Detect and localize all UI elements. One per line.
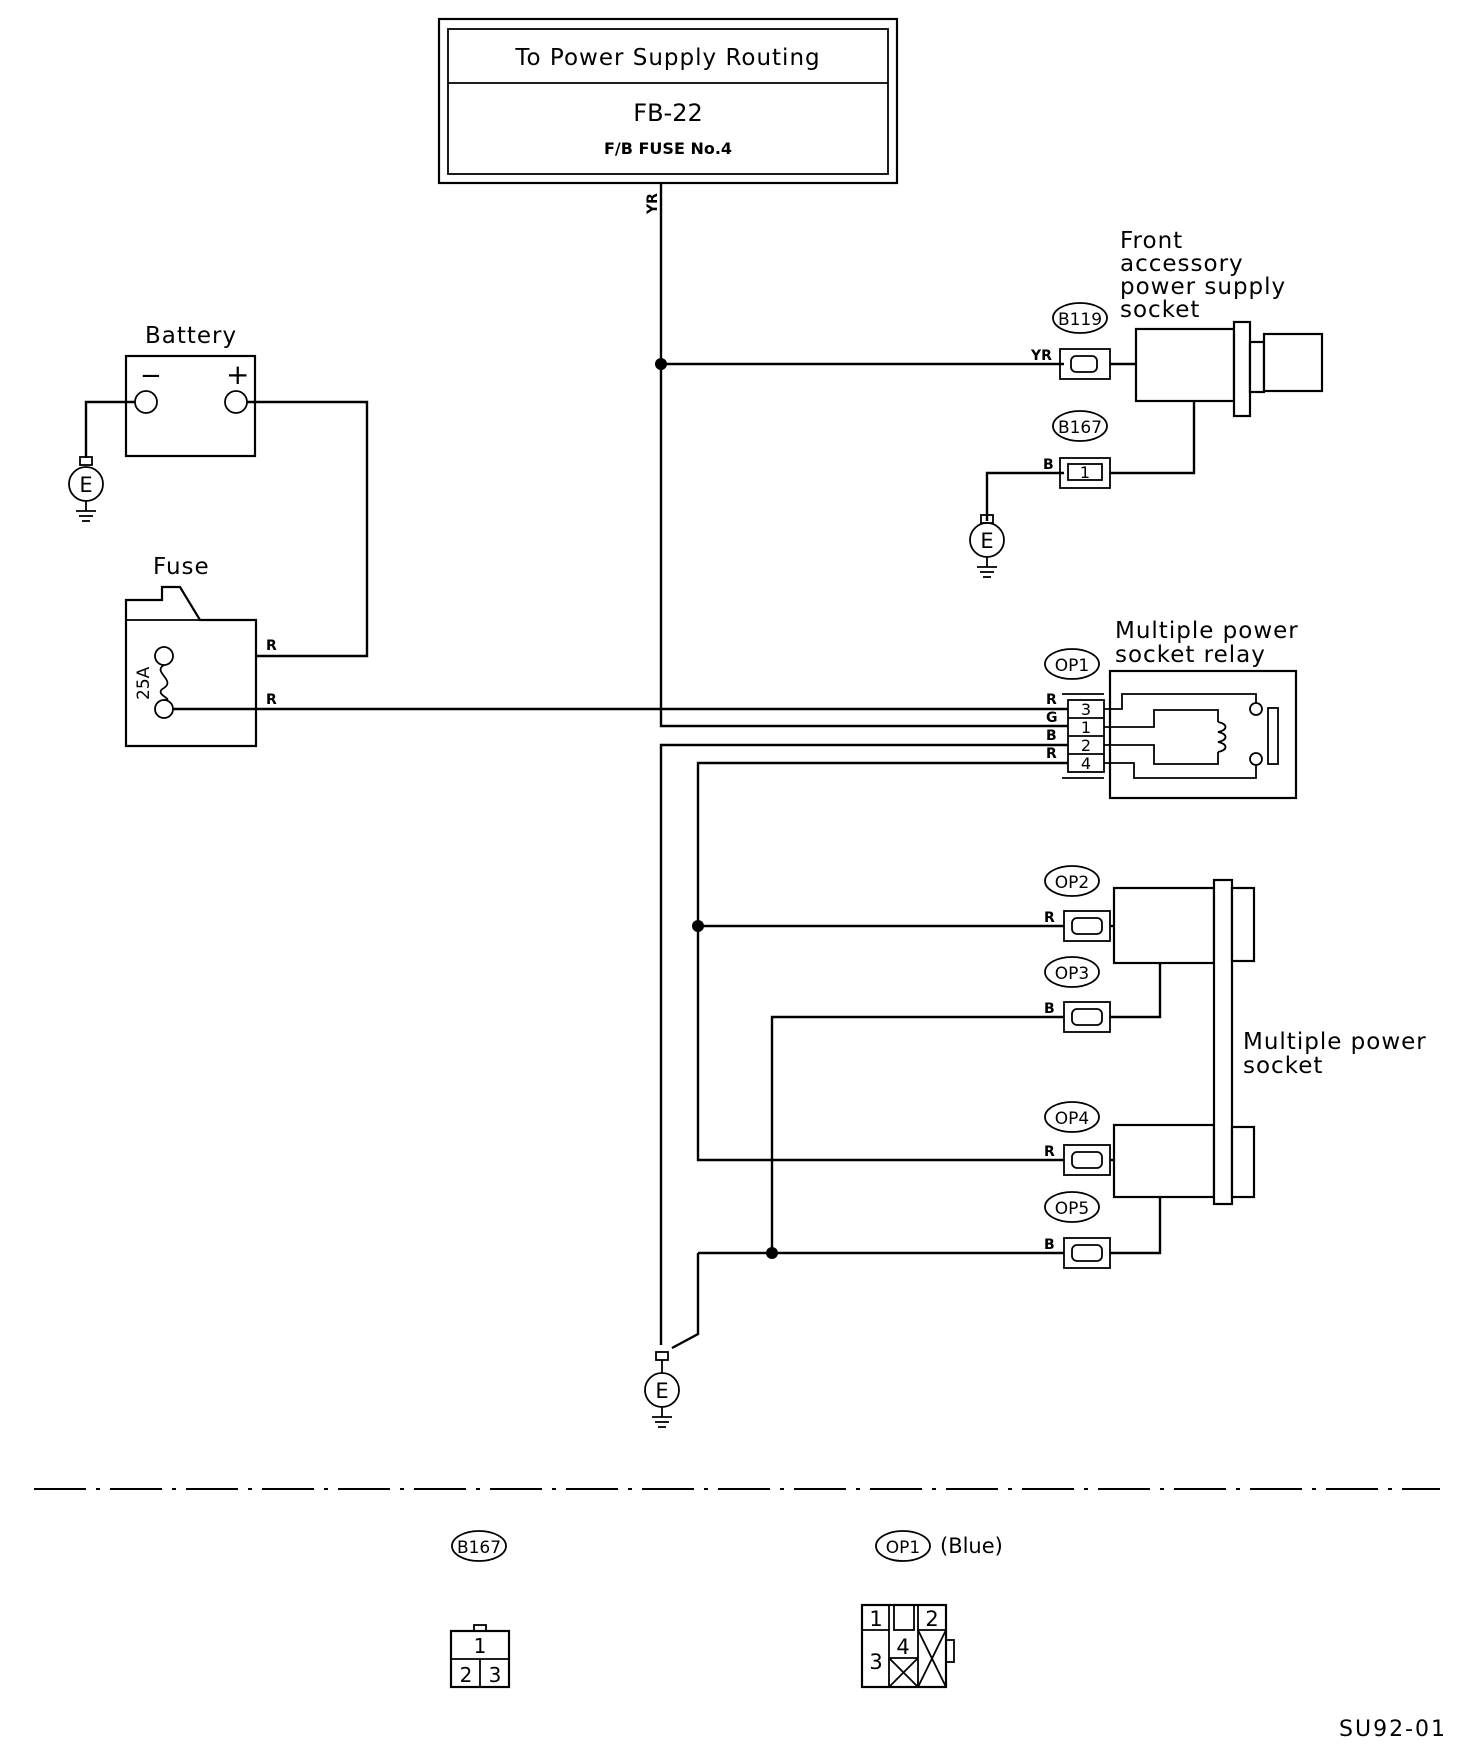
power-box-fuse: F/B FUSE No.4 (604, 139, 732, 158)
connector-op1: OP1 (1044, 648, 1100, 680)
front-socket-label-line3: power supply (1120, 274, 1286, 300)
connector-view-b167-pin2: 2 (460, 1663, 473, 1687)
relay-label: Multiple power socket relay (1115, 618, 1299, 668)
wire-relay-pin2-ground (659, 743, 1068, 1345)
connector-op5: OP5 (1044, 1191, 1111, 1269)
relay-wire-color-1: G (1046, 710, 1058, 726)
ground-label: E (655, 1379, 668, 1403)
wire-color-op3: B (1044, 1001, 1055, 1017)
battery-symbol: Battery − + (124, 323, 257, 458)
connector-view-op1-pin1: 1 (869, 1607, 882, 1631)
wire-color-fuse-bottom: R (266, 692, 277, 708)
relay-label-line2: socket relay (1115, 642, 1266, 668)
connector-view-op1-label: OP1 (886, 1538, 920, 1558)
fuse-label: Fuse (153, 554, 210, 580)
relay-pin-1: 1 (1081, 718, 1091, 737)
connector-b119: B119 (1052, 302, 1111, 380)
battery-plus: + (226, 358, 249, 391)
wire-socket-to-b167 (1110, 401, 1196, 475)
wire-op5-to-socket (1110, 1196, 1162, 1255)
connector-op3: OP3 (1044, 956, 1111, 1033)
wire-color-b119: YR (1030, 348, 1052, 364)
connector-view-op1-color: (Blue) (940, 1534, 1003, 1558)
relay-wire-color-3: R (1046, 692, 1057, 708)
connector-view-b167: B167 1 2 3 (449, 1530, 511, 1689)
multi-socket-label: Multiple power socket (1243, 1029, 1427, 1079)
ground-symbol-battery: E (68, 456, 104, 522)
connector-op3-label: OP3 (1055, 964, 1089, 984)
front-accessory-socket-label: Front accessory power supply socket (1120, 228, 1286, 323)
relay-pin-4: 4 (1081, 754, 1091, 773)
front-accessory-socket-body (1134, 320, 1324, 418)
connector-b167: B167 1 (1052, 410, 1111, 489)
ground-symbol-main: E (644, 1351, 680, 1428)
connector-op4: OP4 (1044, 1101, 1111, 1176)
connector-b119-label: B119 (1058, 310, 1102, 330)
relay-body (1104, 669, 1298, 800)
connector-op1-label: OP1 (1055, 656, 1089, 676)
wire-b-to-op3 (770, 1015, 1064, 1253)
wire-color-op2: R (1044, 910, 1055, 926)
relay-wire-color-2: B (1046, 728, 1057, 744)
front-socket-label-line2: accessory (1120, 251, 1244, 277)
junction-dot (766, 1247, 778, 1259)
connector-view-b167-pin1: 1 (474, 1634, 487, 1658)
wire-battery-ground (84, 400, 135, 458)
wire-battery-plus (175, 400, 369, 658)
wire-color-op5: B (1044, 1237, 1055, 1253)
connector-view-op1-pin2: 2 (925, 1607, 938, 1631)
power-box-code: FB-22 (633, 99, 702, 127)
wire-color-b167: B (1043, 457, 1054, 473)
connector-b167-label: B167 (1058, 418, 1102, 438)
connector-op2: OP2 (1044, 865, 1111, 942)
connector-view-b167-pin3: 3 (489, 1663, 502, 1687)
relay-pin-2: 2 (1081, 736, 1091, 755)
wire-b-ground-main (671, 1253, 700, 1350)
wire-yr-trunk (659, 183, 1068, 728)
connector-b167-pin: 1 (1080, 463, 1090, 482)
wire-color-op4: R (1044, 1144, 1055, 1160)
battery-label: Battery (145, 323, 237, 349)
wire-relay-pin4-out (696, 761, 1068, 1162)
wire-color-yr-vertical: YR (645, 193, 661, 215)
power-box-title: To Power Supply Routing (514, 45, 820, 71)
connector-view-b167-label: B167 (457, 1538, 501, 1558)
multi-socket-label-line2: socket (1243, 1053, 1323, 1079)
fuse-rating: 25A (134, 666, 154, 700)
connector-op4-label: OP4 (1055, 1109, 1089, 1129)
relay-wire-color-4: R (1046, 746, 1057, 762)
figure-code: SU92-01 (1339, 1717, 1447, 1742)
fuse-symbol: Fuse 25A (124, 554, 258, 748)
ground-symbol-front: E (969, 514, 1005, 578)
multi-socket-label-line1: Multiple power (1243, 1029, 1427, 1055)
ground-label: E (980, 529, 993, 553)
wire-op3-to-socket (1110, 963, 1162, 1019)
front-socket-label-line1: Front (1120, 228, 1183, 254)
wire-color-fuse-top: R (266, 638, 277, 654)
relay-label-line1: Multiple power (1115, 618, 1299, 644)
wire-b167-ground (985, 471, 1064, 521)
front-socket-label-line4: socket (1120, 297, 1200, 323)
relay-pin-block: 3 1 2 4 (1062, 693, 1105, 779)
relay-pin-3: 3 (1081, 700, 1091, 719)
connector-view-op1: OP1 (Blue) 1 2 3 4 (860, 1530, 1003, 1689)
connector-view-op1-pin3: 3 (869, 1650, 882, 1674)
ground-label: E (79, 473, 92, 497)
battery-minus: − (140, 361, 162, 391)
power-supply-box: To Power Supply Routing FB-22 F/B FUSE N… (437, 17, 899, 185)
connector-op5-label: OP5 (1055, 1199, 1089, 1219)
multiple-power-socket-body (1112, 878, 1256, 1206)
connector-view-op1-pin4: 4 (896, 1635, 909, 1659)
connector-op2-label: OP2 (1055, 873, 1089, 893)
